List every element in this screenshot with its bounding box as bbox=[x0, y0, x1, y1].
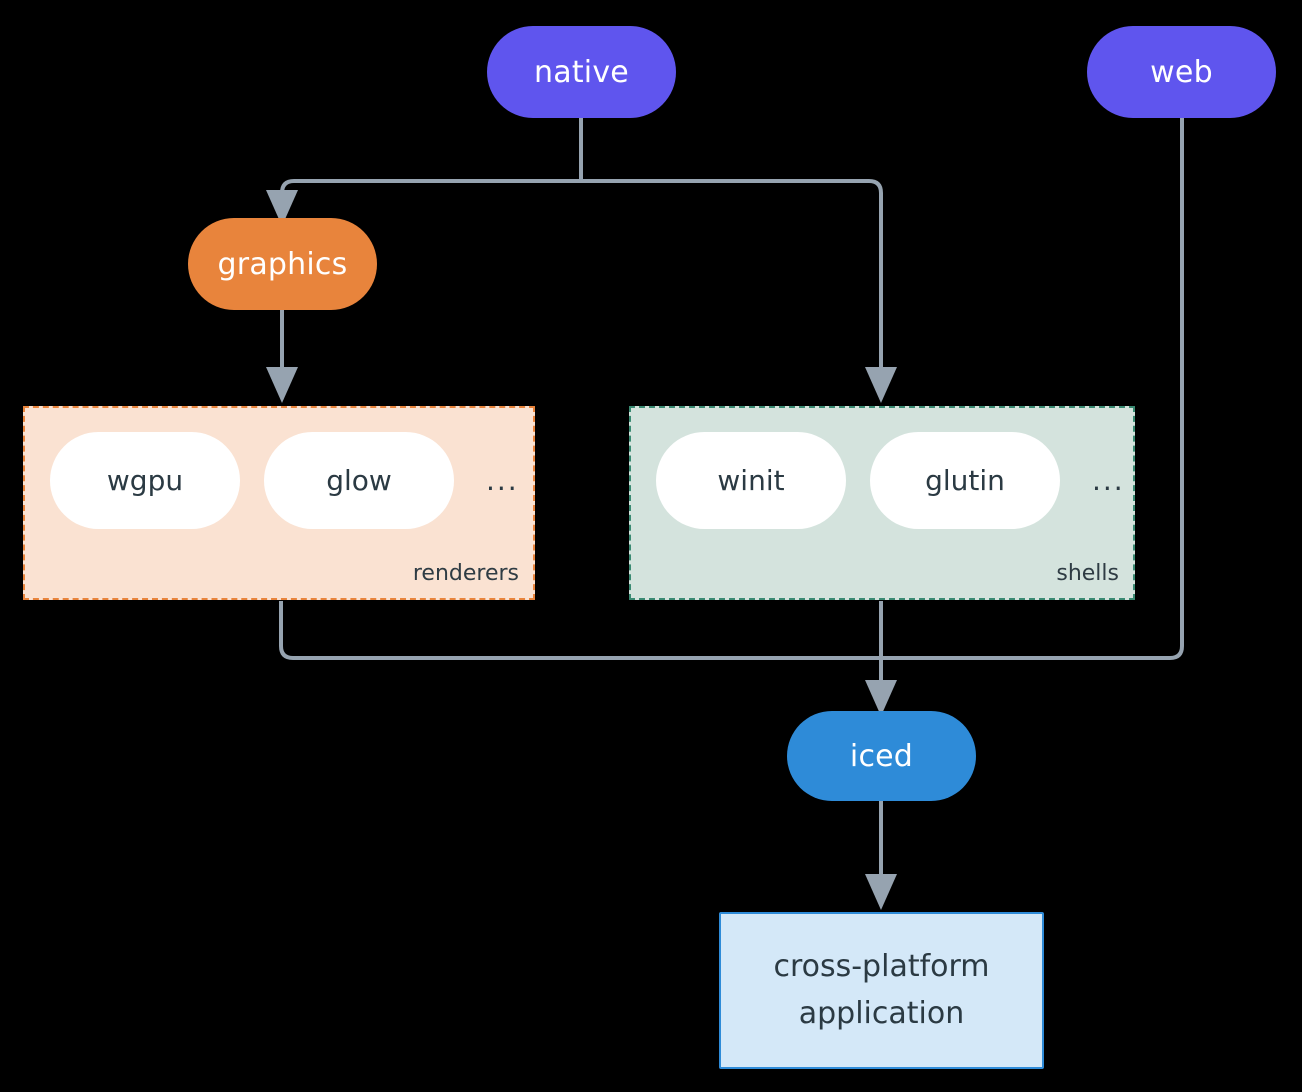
edge-renderers-to-iced bbox=[279, 601, 881, 660]
node-graphics[interactable]: graphics bbox=[188, 218, 377, 310]
chip-winit-label: winit bbox=[717, 464, 785, 497]
chip-glow-label: glow bbox=[326, 464, 392, 497]
chip-glow[interactable]: glow bbox=[264, 432, 454, 529]
chip-winit[interactable]: winit bbox=[656, 432, 846, 529]
application-label-line2: application bbox=[798, 995, 965, 1031]
group-shells-label: shells bbox=[1056, 561, 1119, 586]
shells-more-ellipsis: ... bbox=[1092, 463, 1125, 497]
renderers-more-ellipsis: ... bbox=[486, 463, 519, 497]
node-web-label: web bbox=[1150, 54, 1213, 90]
shells-chip-row: winit glutin ... bbox=[656, 432, 1125, 529]
node-iced-label: iced bbox=[849, 738, 914, 774]
edge-native-to-graphics bbox=[266, 179, 581, 226]
node-iced[interactable]: iced bbox=[787, 711, 976, 801]
renderers-chip-row: wgpu glow ... bbox=[50, 432, 519, 529]
node-native-label: native bbox=[534, 54, 629, 90]
chip-glutin-label: glutin bbox=[925, 464, 1005, 497]
chip-glutin[interactable]: glutin bbox=[870, 432, 1060, 529]
application-label-line1: cross-platform bbox=[773, 949, 990, 984]
edge-native-to-shells bbox=[581, 179, 897, 403]
group-shells: winit glutin ... shells bbox=[629, 406, 1135, 600]
chip-wgpu[interactable]: wgpu bbox=[50, 432, 240, 529]
node-web[interactable]: web bbox=[1087, 26, 1276, 118]
group-renderers-label: renderers bbox=[412, 561, 519, 586]
node-cross-platform-application[interactable]: cross-platform application bbox=[719, 912, 1044, 1069]
node-native[interactable]: native bbox=[487, 26, 676, 118]
chip-wgpu-label: wgpu bbox=[106, 464, 184, 497]
group-renderers: wgpu glow ... renderers bbox=[23, 406, 535, 600]
node-graphics-label: graphics bbox=[217, 246, 348, 282]
